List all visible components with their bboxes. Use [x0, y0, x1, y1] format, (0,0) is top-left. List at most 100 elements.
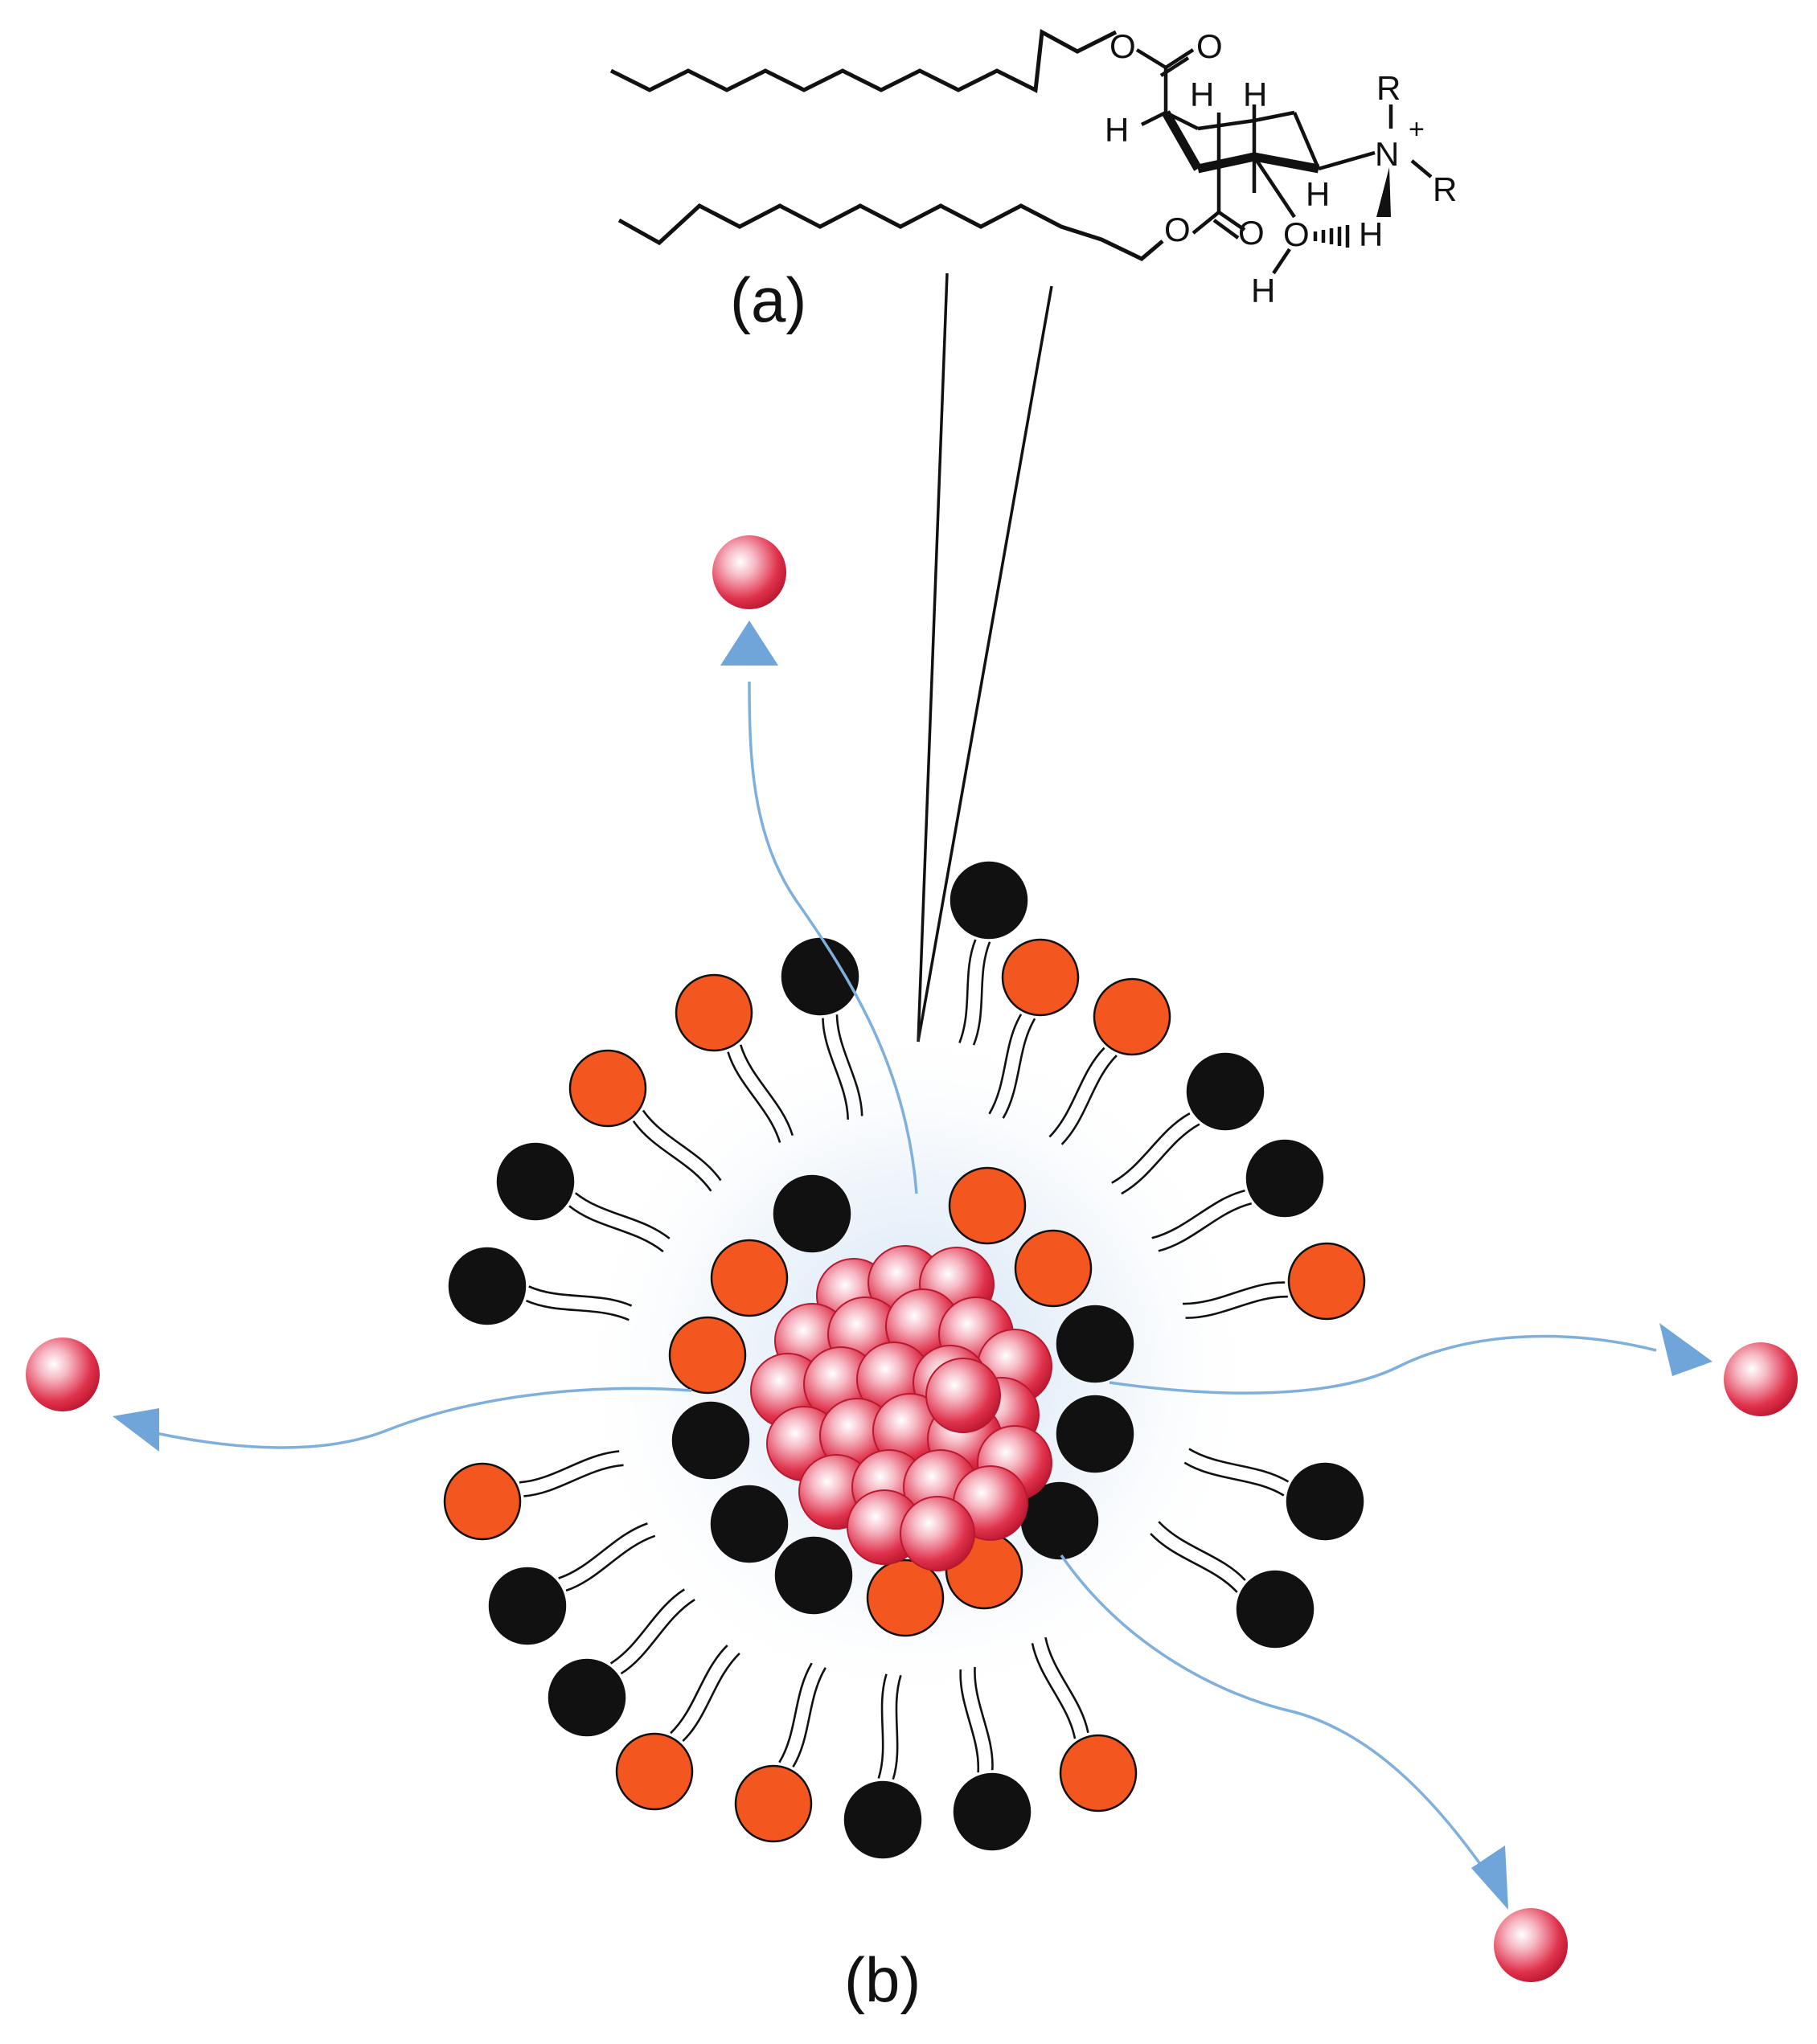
lipid-tail: [1048, 1047, 1105, 1138]
lipid-tail: [1188, 1448, 1290, 1483]
release-arrowhead-left: [113, 1408, 159, 1452]
released-particle-top: [712, 535, 786, 609]
release-arrow-right: [1109, 1334, 1657, 1395]
lipid-tail: [778, 1662, 813, 1763]
black-lipid-head: [1245, 1139, 1324, 1218]
orange-lipid-head: [866, 1559, 945, 1637]
bond: [1318, 150, 1376, 171]
panel-label-a: (a): [730, 264, 806, 335]
lipid-tail: [739, 1044, 794, 1136]
upper-alkyl-chain: [609, 29, 1118, 93]
bond: [1253, 155, 1296, 219]
lipid-tail: [620, 1599, 695, 1675]
lipid-tail: [1150, 1533, 1238, 1593]
black-lipid-head: [548, 1658, 626, 1737]
cargo-sphere: [925, 1358, 1001, 1433]
black-lipid-head: [781, 937, 859, 1016]
black-lipid-head: [496, 1142, 575, 1221]
lipid-tail: [972, 941, 991, 1046]
lipid-tail: [1060, 1055, 1118, 1145]
ring-hydrogen-top-2: H: [1243, 76, 1267, 113]
orange-lipid-head: [568, 1049, 647, 1128]
lipid-tail: [1121, 1123, 1200, 1195]
lipid-tail: [670, 1645, 728, 1735]
lipid-tail: [1158, 1202, 1253, 1252]
substituent-r-right: R: [1433, 170, 1457, 208]
black-lipid-head: [488, 1567, 567, 1645]
lower-alkyl-chain: [617, 203, 1164, 261]
pointer-line-left: [917, 272, 949, 1042]
wedge-bond: [1376, 167, 1391, 217]
orange-lipid-head: [1014, 1229, 1093, 1308]
orange-lipid-head: [1093, 977, 1171, 1056]
release-arrowhead-up: [720, 621, 778, 666]
lipid-tails: [519, 939, 1290, 1780]
lipid-tail: [632, 1120, 712, 1192]
lipid-tail: [1111, 1112, 1191, 1184]
black-lipid-head: [843, 1780, 922, 1859]
black-lipid-head: [710, 1485, 789, 1563]
bond: [1292, 112, 1321, 170]
bond: [1253, 110, 1295, 123]
lipid-tail: [1158, 1521, 1246, 1581]
lipid-tail: [1031, 1643, 1077, 1739]
ring-hydrogen-bottom: H: [1306, 175, 1330, 213]
orange-lipid-head: [1059, 1734, 1138, 1813]
lipid-tail: [959, 1669, 979, 1773]
black-lipid-head: [1286, 1462, 1364, 1541]
orange-lipid-head: [734, 1764, 813, 1843]
lower-carbonyl-oxygen: O: [1238, 214, 1265, 252]
ammonium-nitrogen: N: [1375, 135, 1399, 173]
lipid-tail: [525, 1300, 630, 1321]
lipid-tail: [792, 1667, 826, 1768]
lipid-tail: [1002, 1018, 1036, 1119]
hydroxyl-hydrogen: H: [1251, 272, 1275, 309]
lipid-tail: [892, 1674, 902, 1780]
bond: [1217, 211, 1246, 231]
black-lipid-head: [1236, 1570, 1315, 1649]
black-lipid-head: [1186, 1052, 1265, 1131]
lipid-tail: [988, 1014, 1023, 1115]
substituent-r-top: R: [1376, 69, 1401, 107]
bond: [1164, 48, 1195, 69]
lipid-tail: [565, 1534, 656, 1592]
orange-lipid-head: [443, 1462, 522, 1541]
bond: [1140, 110, 1167, 127]
bond: [1192, 211, 1220, 235]
lipid-tail: [558, 1522, 648, 1579]
lipid-tail: [523, 1464, 624, 1497]
lipid-tail: [822, 1018, 849, 1120]
lipid-tail: [974, 1666, 994, 1771]
released-particle-bottom: [1494, 1908, 1568, 1982]
lipid-structure: O O O O H H H H O H: [609, 27, 1457, 309]
orange-lipid-head: [1001, 938, 1080, 1017]
lipid-tail: [642, 1109, 722, 1182]
release-arrow-left: [144, 1387, 692, 1449]
lipid-tail: [1182, 1281, 1286, 1305]
release-arrow-up: [748, 681, 918, 1194]
ring-hydrogen-left: H: [1105, 111, 1129, 149]
black-lipid-head: [671, 1401, 750, 1480]
released-particle-right: [1724, 1342, 1798, 1416]
black-lipid-head: [1056, 1305, 1134, 1383]
orange-lipid-head: [710, 1239, 789, 1317]
lipid-tail: [958, 939, 977, 1043]
bond: [1162, 110, 1202, 171]
lipid-tail: [835, 1014, 863, 1116]
orange-lipid-head: [1287, 1242, 1366, 1321]
bond: [1212, 219, 1240, 240]
orange-lipid-head: [948, 1166, 1027, 1245]
black-lipid-head: [953, 1772, 1032, 1851]
black-lipid-head: [773, 1174, 851, 1253]
black-lipid-head: [950, 861, 1028, 940]
lipid-tail: [519, 1450, 620, 1484]
lipid-tail: [609, 1588, 685, 1665]
lipid-tail: [1183, 1461, 1285, 1497]
lipid-tail: [877, 1673, 888, 1779]
upper-ester-oxygen: O: [1109, 27, 1136, 65]
lipid-tail: [682, 1652, 740, 1743]
bond: [1410, 159, 1433, 178]
release-arrowhead-down-right: [1471, 1845, 1508, 1910]
lipid-tail: [727, 1051, 781, 1143]
